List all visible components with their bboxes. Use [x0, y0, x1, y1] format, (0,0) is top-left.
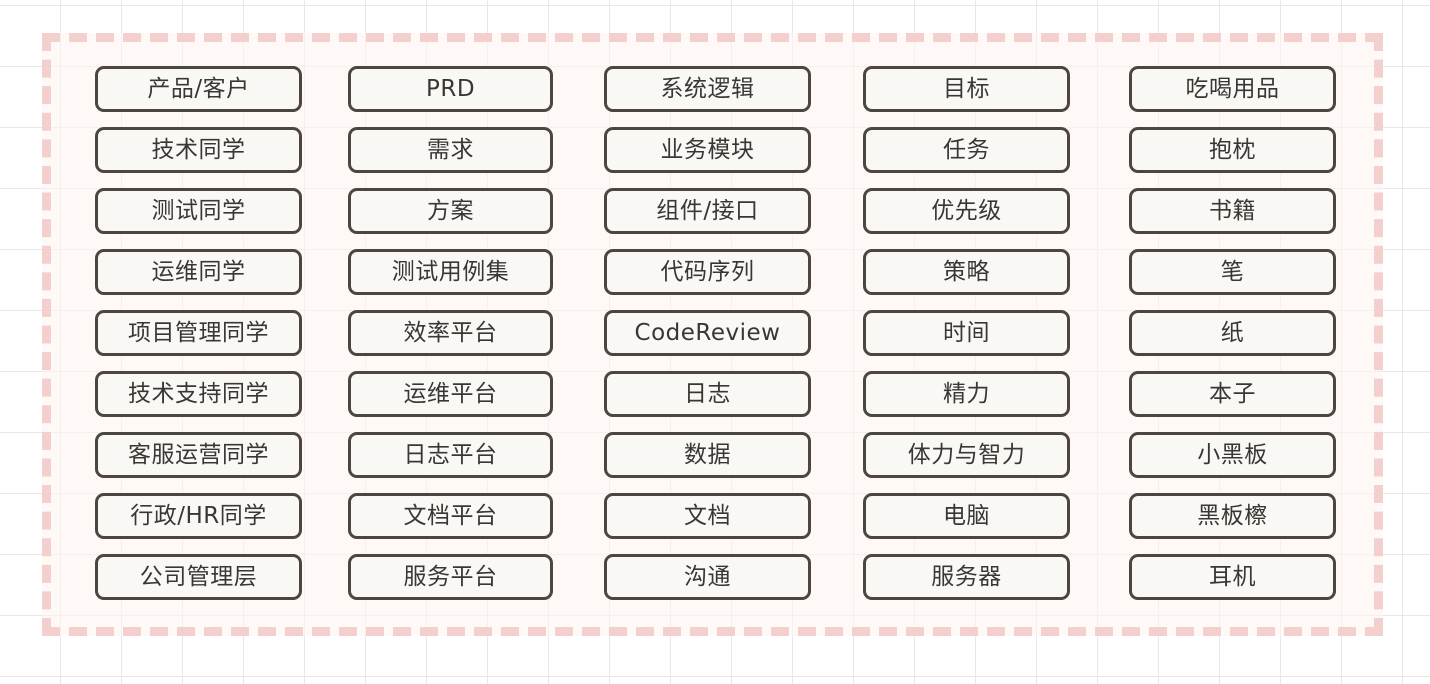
node-item[interactable]: 业务模块 [604, 127, 811, 173]
node-item[interactable]: 数据 [604, 432, 811, 478]
node-item[interactable]: 优先级 [863, 188, 1070, 234]
node-item[interactable]: 文档 [604, 493, 811, 539]
node-item[interactable]: 日志 [604, 371, 811, 417]
node-item[interactable]: 效率平台 [348, 310, 553, 356]
node-item[interactable]: 产品/客户 [95, 66, 302, 112]
node-item[interactable]: 方案 [348, 188, 553, 234]
node-item[interactable]: 电脑 [863, 493, 1070, 539]
node-item[interactable]: 运维同学 [95, 249, 302, 295]
node-column-system-elements: 系统逻辑 业务模块 组件/接口 代码序列 CodeReview 日志 数据 文档… [604, 66, 811, 600]
node-item[interactable]: 策略 [863, 249, 1070, 295]
node-item[interactable]: 需求 [348, 127, 553, 173]
node-item[interactable]: 精力 [863, 371, 1070, 417]
node-item[interactable]: 技术同学 [95, 127, 302, 173]
node-item[interactable]: CodeReview [604, 310, 811, 356]
node-item[interactable]: PRD [348, 66, 553, 112]
node-item[interactable]: 服务平台 [348, 554, 553, 600]
node-item[interactable]: 黑板檫 [1129, 493, 1336, 539]
node-item[interactable]: 公司管理层 [95, 554, 302, 600]
node-item[interactable]: 测试用例集 [348, 249, 553, 295]
node-column-artifacts-platforms: PRD 需求 方案 测试用例集 效率平台 运维平台 日志平台 文档平台 服务平台 [348, 66, 553, 600]
node-item[interactable]: 客服运营同学 [95, 432, 302, 478]
node-item[interactable]: 运维平台 [348, 371, 553, 417]
node-item[interactable]: 抱枕 [1129, 127, 1336, 173]
node-item[interactable]: 服务器 [863, 554, 1070, 600]
node-item[interactable]: 任务 [863, 127, 1070, 173]
node-item[interactable]: 笔 [1129, 249, 1336, 295]
node-item[interactable]: 纸 [1129, 310, 1336, 356]
node-column-roles: 产品/客户 技术同学 测试同学 运维同学 项目管理同学 技术支持同学 客服运营同… [95, 66, 302, 600]
node-item[interactable]: 本子 [1129, 371, 1336, 417]
node-item[interactable]: 文档平台 [348, 493, 553, 539]
node-item[interactable]: 行政/HR同学 [95, 493, 302, 539]
node-item[interactable]: 书籍 [1129, 188, 1336, 234]
node-item[interactable]: 代码序列 [604, 249, 811, 295]
node-item[interactable]: 吃喝用品 [1129, 66, 1336, 112]
node-item[interactable]: 时间 [863, 310, 1070, 356]
node-item[interactable]: 系统逻辑 [604, 66, 811, 112]
node-item[interactable]: 体力与智力 [863, 432, 1070, 478]
node-column-physical-supplies: 吃喝用品 抱枕 书籍 笔 纸 本子 小黑板 黑板檫 耳机 [1129, 66, 1336, 600]
node-item[interactable]: 沟通 [604, 554, 811, 600]
node-item[interactable]: 耳机 [1129, 554, 1336, 600]
node-item[interactable]: 组件/接口 [604, 188, 811, 234]
node-item[interactable]: 项目管理同学 [95, 310, 302, 356]
node-item[interactable]: 技术支持同学 [95, 371, 302, 417]
node-column-resources-management: 目标 任务 优先级 策略 时间 精力 体力与智力 电脑 服务器 [863, 66, 1070, 600]
node-item[interactable]: 测试同学 [95, 188, 302, 234]
node-item[interactable]: 日志平台 [348, 432, 553, 478]
node-item[interactable]: 小黑板 [1129, 432, 1336, 478]
node-item[interactable]: 目标 [863, 66, 1070, 112]
